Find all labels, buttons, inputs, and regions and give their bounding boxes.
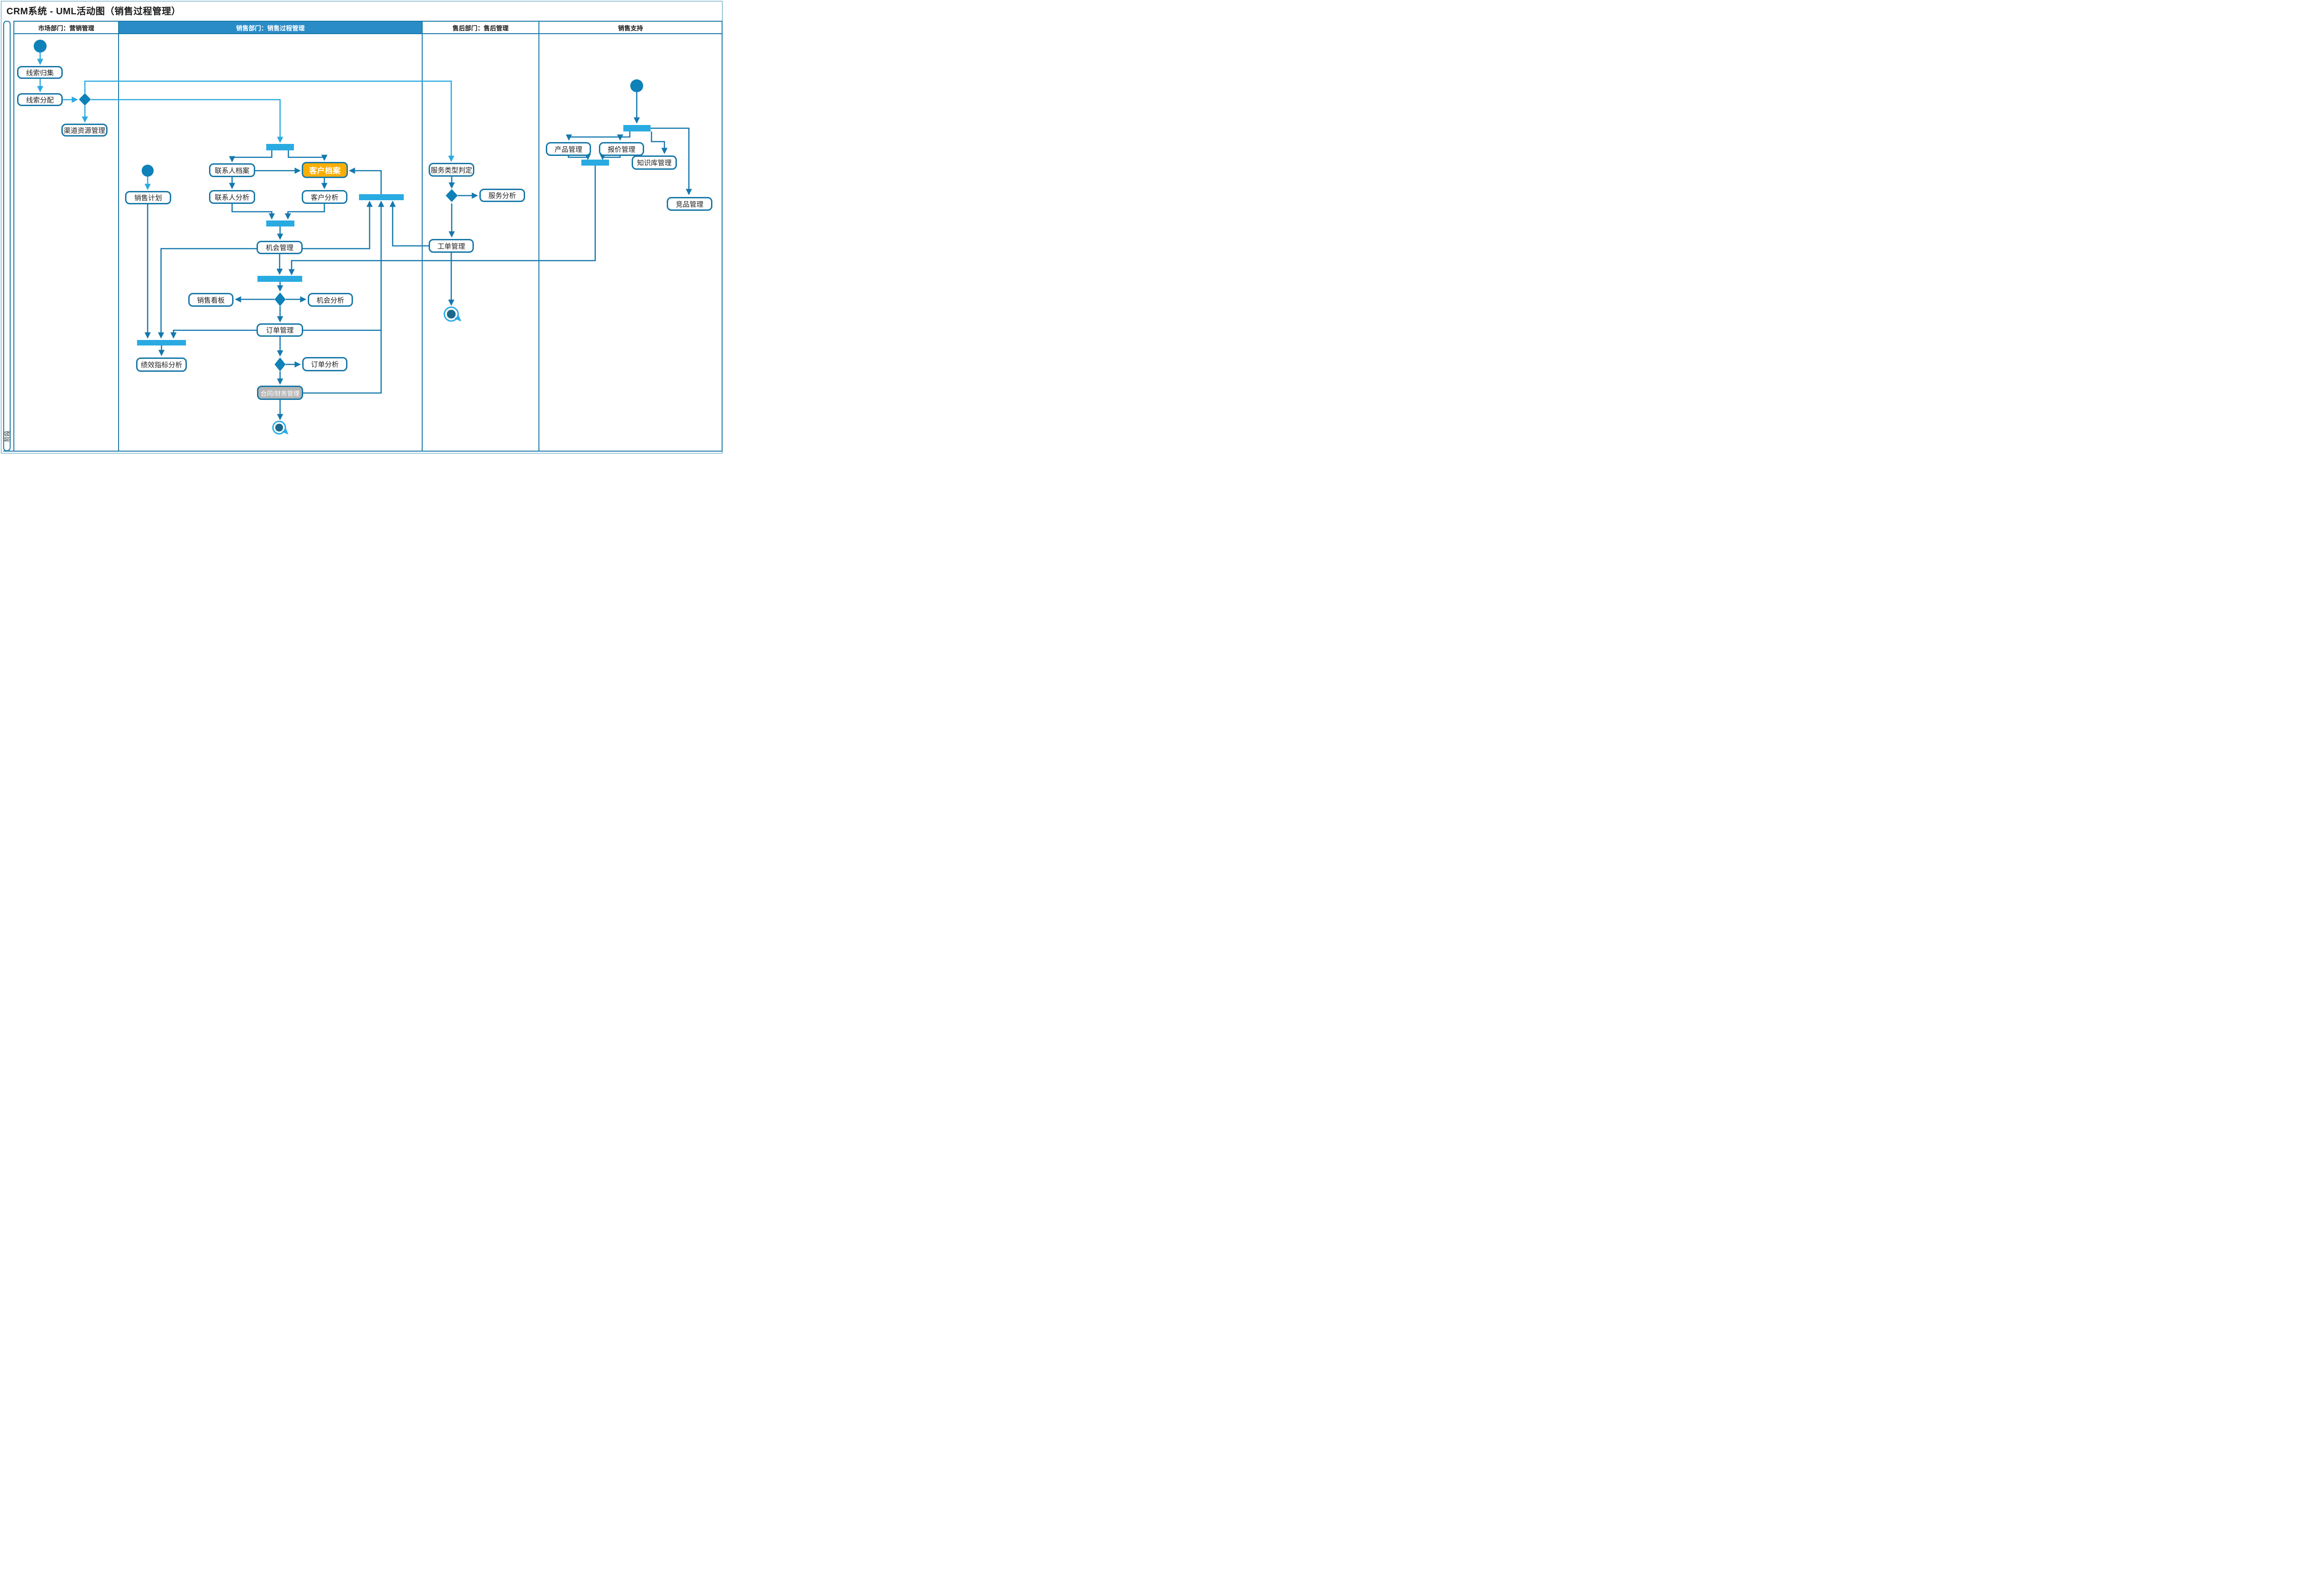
lane-header-support: 销售支持 xyxy=(538,21,723,34)
decision-diamond-opportunity[interactable] xyxy=(275,292,286,306)
start-node-support[interactable] xyxy=(630,79,643,92)
node-work-order-mgmt[interactable]: 工单管理 xyxy=(429,239,474,253)
edge-join2-to-customer-profile xyxy=(348,167,382,194)
decision-diamond-service[interactable] xyxy=(446,189,458,202)
node-kpi-analysis[interactable]: 绩效指标分析 xyxy=(136,357,187,372)
edge-order-to-join4 xyxy=(170,329,257,339)
join-bar-analysis[interactable] xyxy=(266,220,294,226)
node-product-mgmt[interactable]: 产品管理 xyxy=(546,142,591,156)
lane-divider-2-3 xyxy=(422,21,423,451)
node-order-analysis[interactable]: 订单分析 xyxy=(302,357,347,371)
end-node-aftersales[interactable] xyxy=(443,306,461,322)
node-sales-dashboard[interactable]: 销售看板 xyxy=(188,293,233,307)
node-quote-mgmt[interactable]: 报价管理 xyxy=(599,142,644,156)
fork-bar-opportunity[interactable] xyxy=(257,276,302,282)
node-opportunity-mgmt[interactable]: 机会管理 xyxy=(257,241,303,254)
lanes-bottom-border xyxy=(3,451,723,452)
edge-product-to-join6 xyxy=(568,154,591,161)
start-node-sales[interactable] xyxy=(142,165,154,177)
decision-diamond-lead[interactable] xyxy=(79,93,91,106)
lane-header-marketing: 市场部门：营销管理 xyxy=(13,21,119,34)
edge-contract-to-join2 xyxy=(303,200,384,394)
node-channel-resource[interactable]: 渠道资源管理 xyxy=(61,124,108,137)
lane-header-aftersales: 售后部门：售后管理 xyxy=(422,21,539,34)
edge-fork1-to-customer-profile xyxy=(287,150,328,161)
edge-contact-analysis-to-join xyxy=(231,204,275,220)
edges xyxy=(34,40,692,435)
node-contract-finance[interactable]: 合同/财务管理 xyxy=(257,386,303,400)
node-lead-collection[interactable]: 线索归集 xyxy=(17,66,63,79)
node-lead-assignment[interactable]: 线索分配 xyxy=(17,93,63,106)
node-sales-plan[interactable]: 销售计划 xyxy=(125,191,171,204)
edge-join6-to-fork3 xyxy=(288,166,596,276)
node-customer-profile[interactable]: 客户档案 xyxy=(302,162,348,178)
node-order-mgmt[interactable]: 订单管理 xyxy=(257,323,303,337)
node-opportunity-analysis[interactable]: 机会分析 xyxy=(308,293,353,307)
edge-fork5-to-product xyxy=(566,131,631,141)
edge-quote-to-join6 xyxy=(599,154,621,161)
edge-fork5-to-competitor xyxy=(651,127,692,196)
fork-bar-support[interactable] xyxy=(623,125,651,131)
node-knowledge-base-mgmt[interactable]: 知识库管理 xyxy=(632,155,677,170)
edge-fork5-to-knowledge xyxy=(651,131,668,155)
edge-customer-analysis-to-join xyxy=(285,204,325,220)
end-node-sales[interactable] xyxy=(272,421,289,435)
node-contact-analysis[interactable]: 联系人分析 xyxy=(209,190,255,204)
edge-workorder-to-join2 xyxy=(389,200,429,247)
lane-divider-1-2 xyxy=(118,21,119,451)
lane-divider-left xyxy=(13,21,14,451)
lane-divider-right xyxy=(722,21,723,451)
join-bar-support[interactable] xyxy=(581,160,609,166)
lane-divider-3-4 xyxy=(538,21,539,451)
node-customer-analysis[interactable]: 客户分析 xyxy=(302,190,347,204)
join-bar-kpi[interactable] xyxy=(137,340,186,345)
join-bar-feedback[interactable] xyxy=(359,194,404,200)
uml-activity-diagram: CRM系统 - UML活动图（销售过程管理） 阶段 市场部门：营销管理 销售部门… xyxy=(0,0,723,454)
edge-fork1-to-contact-profile xyxy=(229,150,273,163)
node-service-analysis[interactable]: 服务分析 xyxy=(479,189,525,202)
node-service-type-decision[interactable]: 服务类型判定 xyxy=(429,163,474,177)
edge-decision-to-service-type xyxy=(84,80,454,162)
edge-opportunity-to-join4 xyxy=(158,248,257,339)
node-contact-profile[interactable]: 联系人档案 xyxy=(209,163,255,177)
page-title: CRM系统 - UML活动图（销售过程管理） xyxy=(6,6,181,17)
edge-opportunity-to-join2 xyxy=(302,200,373,250)
decision-diamond-order[interactable] xyxy=(275,357,286,371)
fork-bar-profiles[interactable] xyxy=(266,144,294,150)
node-competitor-mgmt[interactable]: 竞品管理 xyxy=(667,197,712,211)
edge-decision-to-fork1 xyxy=(91,99,283,143)
start-node-marketing[interactable] xyxy=(34,40,47,53)
